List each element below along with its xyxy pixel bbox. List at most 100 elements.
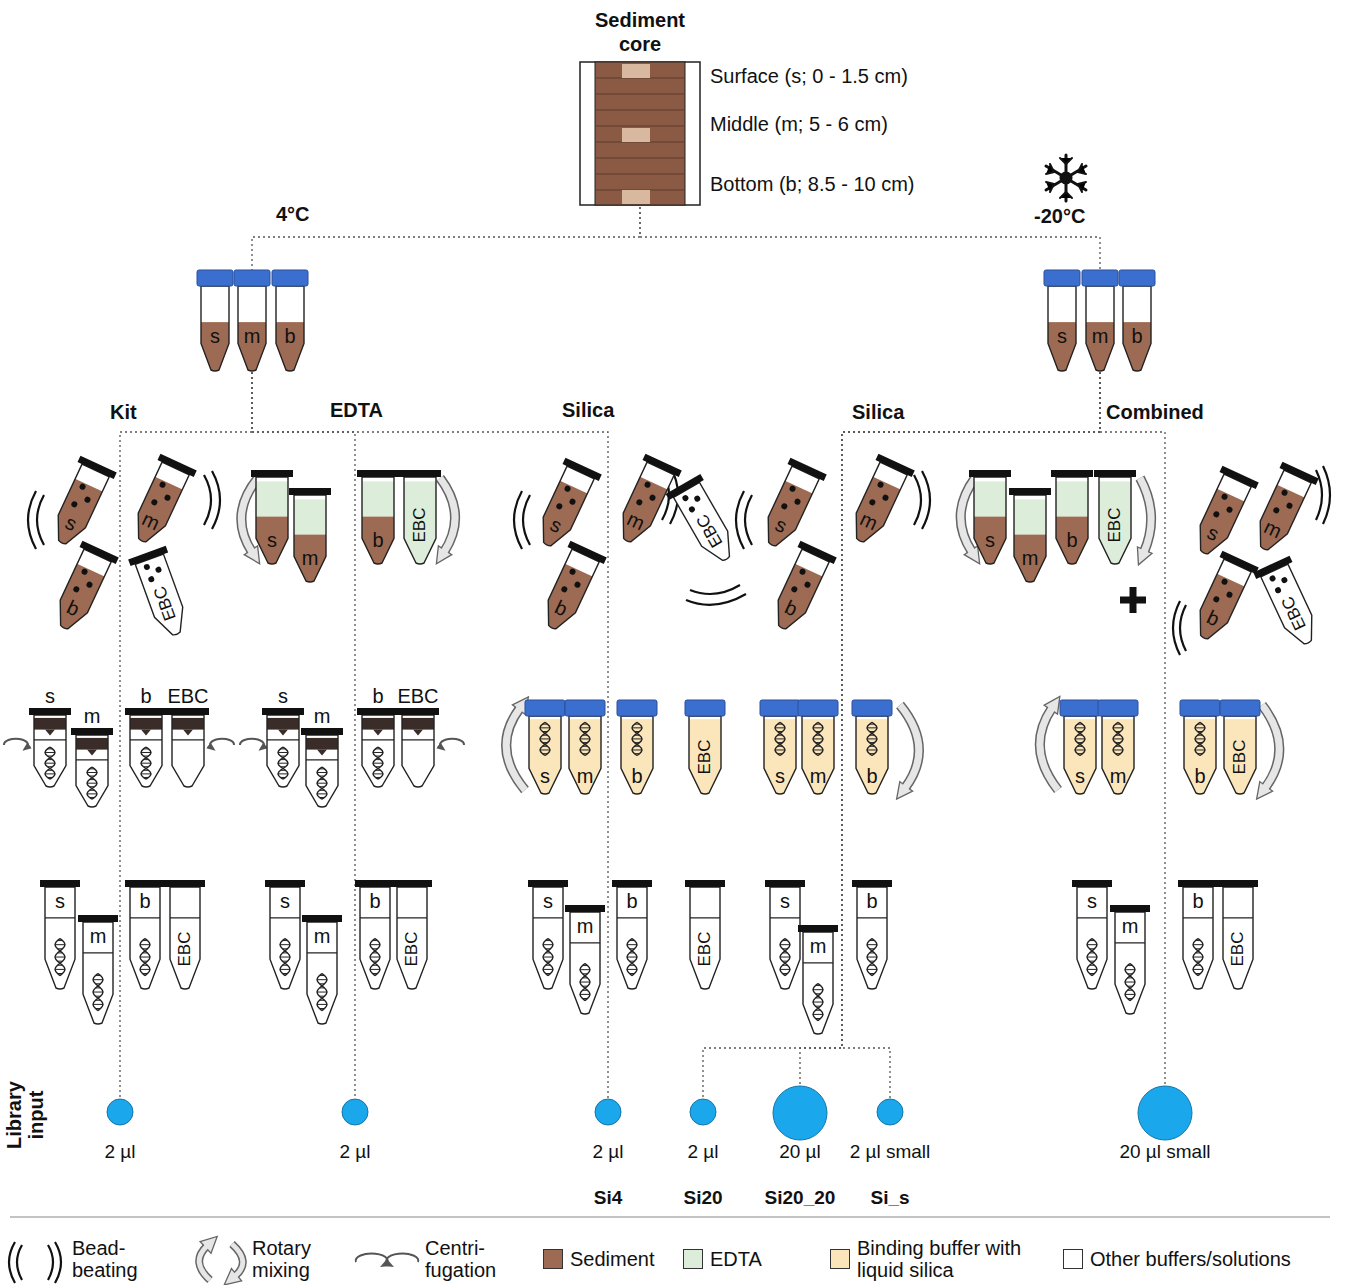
library-circle: 20 µlSi20_20 [745, 1085, 855, 1210]
tube-label: s [268, 889, 302, 913]
sample-tube: EBC [687, 700, 723, 795]
tube-label: m [305, 924, 339, 948]
circle-shape [648, 1098, 758, 1126]
sample-tube: b [619, 700, 655, 795]
tube-label: m [81, 924, 115, 948]
circle-shape [553, 1098, 663, 1126]
tube-label: EBC [693, 919, 717, 979]
legend-swatch [683, 1249, 703, 1269]
method-name: Si4 [553, 1186, 663, 1210]
sample-tube: EBC [395, 880, 429, 990]
tube-label: EBC [693, 727, 717, 787]
tube-label: b [274, 324, 306, 348]
dotted-connector [703, 372, 1100, 1098]
dotted-connector [800, 372, 1100, 1085]
annotation-label: -20°C [1034, 204, 1085, 228]
tube-label: b [128, 889, 162, 913]
legend-text: Centri- fugation [425, 1237, 520, 1281]
tube-label: m [292, 546, 328, 570]
sample-tube: EBC [400, 686, 436, 788]
sample-tube: b [1121, 270, 1153, 372]
tube-outline [274, 270, 306, 372]
sample-tube: b [854, 700, 890, 795]
dotted-connector [640, 207, 1100, 270]
sample-tube: b [615, 880, 649, 990]
tube-label: m [64, 704, 120, 728]
volume-label: 2 µl small [835, 1140, 945, 1164]
tube-outline [126, 455, 194, 549]
volume-label: 2 µl [300, 1140, 410, 1164]
sample-tube: s [268, 880, 302, 990]
tube-outline [766, 542, 834, 636]
dotted-connector [842, 372, 1100, 1098]
volume-label: 2 µl [648, 1140, 758, 1164]
legend-text: Binding buffer with liquid silica [857, 1237, 1057, 1281]
sample-tube: s [972, 470, 1008, 565]
sample-tube: EBC [402, 470, 438, 565]
tube-outline [1084, 270, 1116, 372]
tube-label: EBC [1226, 919, 1250, 979]
tube-label: s [1062, 764, 1098, 788]
sample-tube: s [43, 880, 77, 990]
annotation-label: Silica [852, 400, 904, 424]
sample-tube: s [199, 270, 231, 372]
tube-label: m [294, 704, 350, 728]
tube-label: b [1182, 764, 1218, 788]
sample-tube: s [265, 686, 301, 788]
tube-outline [536, 542, 604, 636]
tube-label: s [199, 324, 231, 348]
tube-label: m [1012, 546, 1048, 570]
legend-text: Bead- beating [72, 1237, 152, 1281]
legend-text: Other buffers/solutions [1090, 1248, 1330, 1270]
tube-label: EBC [1228, 727, 1252, 787]
legend-swatch [543, 1249, 563, 1269]
tube-label: b [360, 528, 396, 552]
annotation-label: Silica [562, 398, 614, 422]
tube-label: EBC [408, 495, 432, 555]
tube-label: b [615, 889, 649, 913]
library-circle: 2 µlSi20 [648, 1098, 758, 1210]
bead-beating-symbol [9, 466, 1330, 1283]
sample-tube: m [74, 706, 110, 808]
tube-outline [236, 270, 268, 372]
tube-label: s [531, 889, 565, 913]
sample-tube: b [766, 542, 834, 636]
sample-tube: m [1113, 905, 1147, 1015]
circle-shape [835, 1098, 945, 1126]
tube-outline [1248, 463, 1316, 557]
volume-label: 20 µl small [1110, 1140, 1220, 1164]
sample-tube: m [292, 488, 328, 583]
dotted-connector [252, 207, 640, 270]
annotation-label: 4°C [276, 202, 310, 226]
sample-tube: m [1248, 463, 1316, 557]
volume-label: 2 µl [553, 1140, 663, 1164]
sample-tube: EBC [168, 880, 202, 990]
tube-label: EBC [160, 684, 216, 708]
sample-tube: m [567, 700, 603, 795]
tube-outline [46, 457, 114, 551]
tube-outline [1188, 552, 1256, 646]
sample-tube: b [48, 542, 116, 636]
centrifugation-symbol [4, 739, 464, 1265]
tube-outline [1121, 270, 1153, 372]
tube-label: m [236, 324, 268, 348]
sample-tube: s [527, 700, 563, 795]
tube-label: m [1100, 764, 1136, 788]
tube-outline [199, 270, 231, 372]
tube-outline [756, 459, 824, 553]
tube-outline [1046, 270, 1078, 372]
method-name: Si_s [835, 1186, 945, 1210]
library-circle: 2 µl Si4 [553, 1098, 663, 1210]
sample-tube: m [81, 915, 115, 1025]
annotation-label: Combined [1106, 400, 1204, 424]
sample-tube: s [254, 470, 290, 565]
tube-label: s [22, 684, 78, 708]
tube-label: b [854, 764, 890, 788]
sample-tube: s [46, 457, 114, 551]
tube-label: s [1046, 324, 1078, 348]
sample-tube: b [1181, 880, 1215, 990]
tube-label: s [1075, 889, 1109, 913]
tube-label: b [1054, 528, 1090, 552]
node-title: Sediment core [578, 8, 702, 56]
sample-tube: EBC [131, 547, 193, 641]
